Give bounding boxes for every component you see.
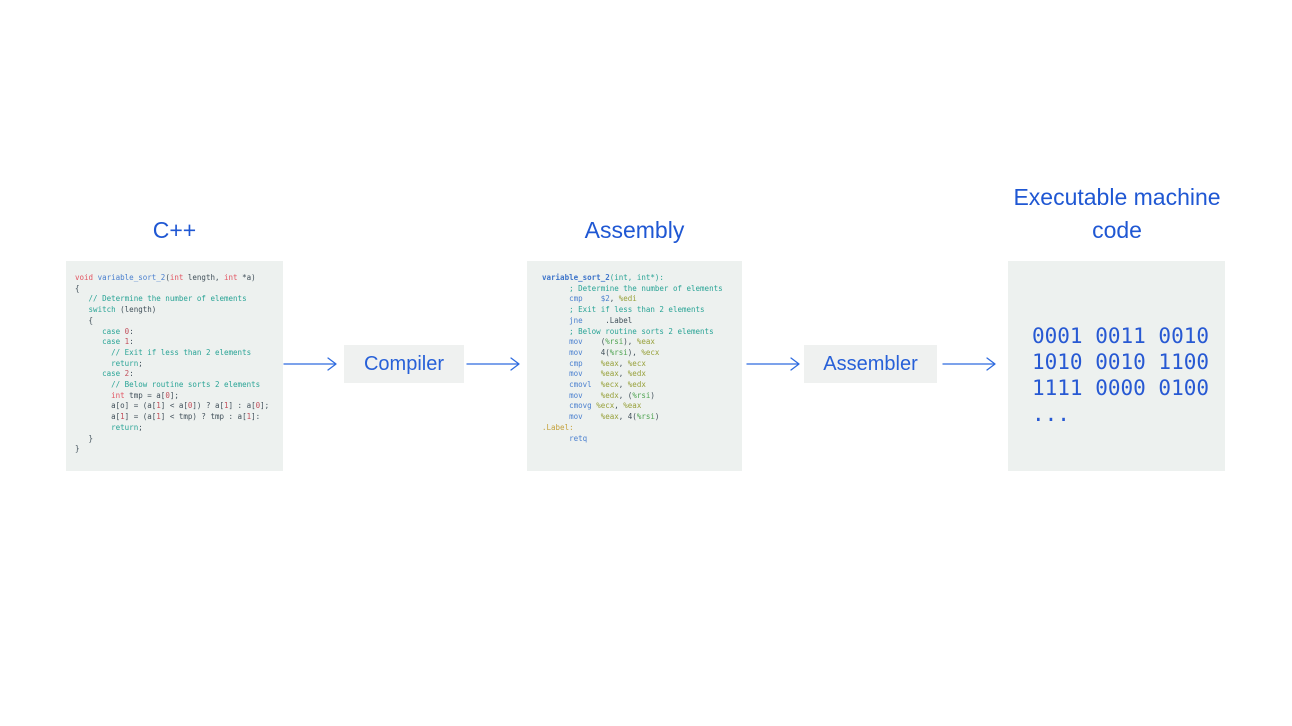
machine-code-title: Executable machine code: [1013, 184, 1221, 243]
arrow-assembler-to-machine-code-icon: [942, 357, 996, 371]
arrow-compiler-to-assembly-icon: [466, 357, 520, 371]
assembly-code-panel: variable_sort_2(int, int*): ; Determine …: [527, 261, 742, 471]
cpp-source-panel: void variable_sort_2(int length, int *a)…: [66, 261, 283, 471]
assembly-title: Assembly: [584, 217, 685, 243]
compiler-box: Compiler: [344, 345, 464, 383]
arrow-cpp-to-compiler-icon: [283, 357, 337, 371]
arrow-assembly-to-assembler-icon: [746, 357, 800, 371]
assembler-box: Assembler: [804, 345, 937, 383]
cpp-title: C++: [152, 217, 197, 243]
